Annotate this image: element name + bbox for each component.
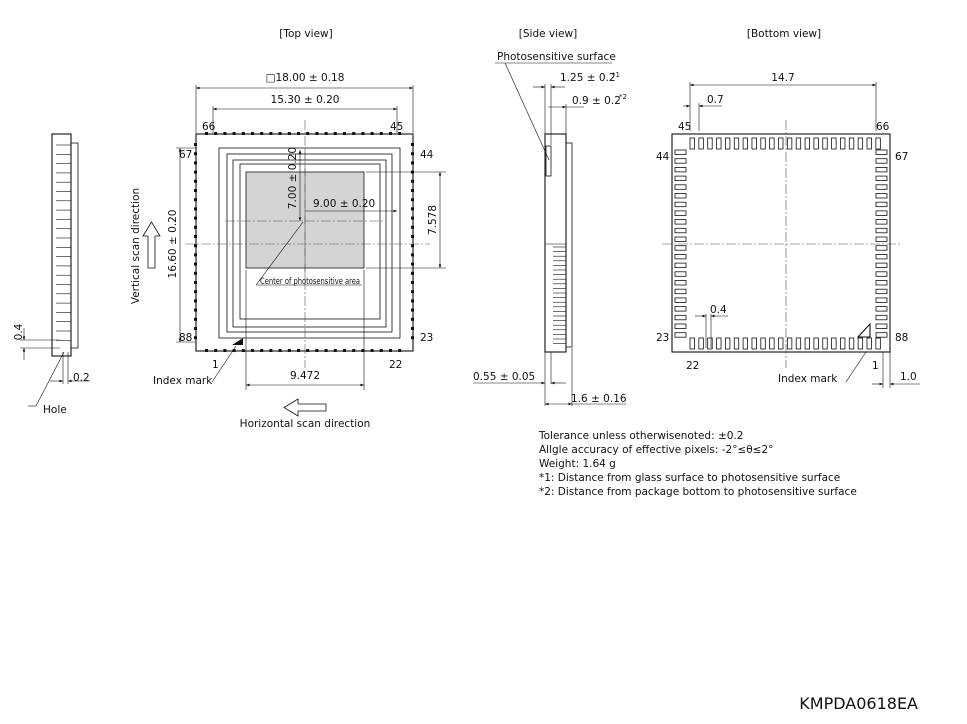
- dim-height: 16.60 ± 0.20: [167, 210, 179, 279]
- side-view-title: [Side view]: [519, 28, 577, 40]
- top-pin-22: 22: [389, 359, 402, 371]
- dim-055: 0.55 ± 0.05: [473, 371, 535, 383]
- note-line: Allgle accuracy of effective pixels: -2°…: [539, 444, 773, 456]
- top-pin-1: 1: [212, 359, 219, 371]
- bottom-pin-44: 44: [656, 151, 670, 163]
- vertical-scan-label: Vertical scan direction: [130, 188, 142, 304]
- photosensitive-label: Photosensitive surface: [497, 51, 616, 63]
- horizontal-scan-arrow: [283, 398, 327, 417]
- vertical-scan-arrow: [142, 221, 161, 269]
- bottom-pin-67: 67: [895, 151, 908, 163]
- top-pin-23: 23: [420, 332, 433, 344]
- dim-v-offset: 7.00 ± 0.20: [287, 147, 299, 209]
- hole-label: Hole: [43, 404, 67, 416]
- top-pin-44: 44: [420, 149, 434, 161]
- dim-16: 1.6 ± 0.16: [571, 393, 627, 405]
- bottom-pin-88: 88: [895, 332, 908, 344]
- drawing-code: KMPDA0618EA: [799, 694, 918, 713]
- bottom-view-title: [Bottom view]: [747, 28, 821, 40]
- note-2-ref: *2: [619, 93, 627, 101]
- left-dim-04: 0.4: [13, 323, 25, 340]
- dim-07: 0.7: [707, 94, 724, 106]
- left-dim-02: 0.2: [73, 372, 90, 384]
- note-line: Weight: 1.64 g: [539, 458, 616, 470]
- dim-area-h: 7.578: [427, 205, 439, 235]
- dim-bottom: 0.9 ± 0.2: [572, 95, 621, 107]
- note-line: *2: Distance from package bottom to phot…: [539, 486, 857, 498]
- bottom-view: Index mark 14.7 0.7 0.4 1.0 45 66 44 67 …: [656, 72, 920, 388]
- dim-outer: □18.00 ± 0.18: [266, 72, 345, 84]
- top-pin-45: 45: [390, 121, 403, 133]
- horizontal-scan-label: Horizontal scan direction: [240, 418, 371, 430]
- index-mark-symbol: [232, 338, 243, 345]
- left-edge-view: 0.4 0.2 Hole: [13, 133, 90, 416]
- top-pin-67: 67: [179, 149, 192, 161]
- note-1-ref: *1: [612, 71, 620, 79]
- top-index-label: Index mark: [153, 375, 213, 387]
- note-line: Tolerance unless otherwisenoted: ±0.2: [538, 430, 743, 442]
- dim-h-offset: 9.00 ± 0.20: [313, 198, 375, 210]
- center-label: Center of photosensitive area: [260, 277, 360, 287]
- bottom-pin-22: 22: [686, 360, 699, 372]
- dim-04b: 0.4: [710, 304, 727, 316]
- top-pin-66: 66: [202, 121, 216, 133]
- dim-147: 14.7: [771, 72, 794, 84]
- bottom-pin-23: 23: [656, 332, 669, 344]
- dim-glass: 1.25 ± 0.2: [560, 72, 616, 84]
- note-line: *1: Distance from glass surface to photo…: [539, 472, 840, 484]
- dim-10: 1.0: [900, 371, 917, 383]
- dim-inner: 15.30 ± 0.20: [271, 94, 340, 106]
- bottom-pin-1: 1: [872, 360, 879, 372]
- dim-area-w: 9.472: [290, 370, 320, 382]
- bottom-index-symbol: [856, 322, 871, 338]
- bottom-pin-45: 45: [678, 121, 691, 133]
- top-pin-88: 88: [179, 332, 192, 344]
- bottom-index-label: Index mark: [778, 373, 838, 385]
- bottom-pin-66: 66: [876, 121, 890, 133]
- top-view: □18.00 ± 0.18 15.30 ± 0.20 16.60 ± 0.20 …: [130, 72, 446, 430]
- top-view-title: [Top view]: [279, 28, 332, 40]
- side-view: Photosensitive surface 1.25 ± 0.2 *1 0.9…: [473, 51, 627, 406]
- notes-block: Tolerance unless otherwisenoted: ±0.2 Al…: [538, 430, 857, 498]
